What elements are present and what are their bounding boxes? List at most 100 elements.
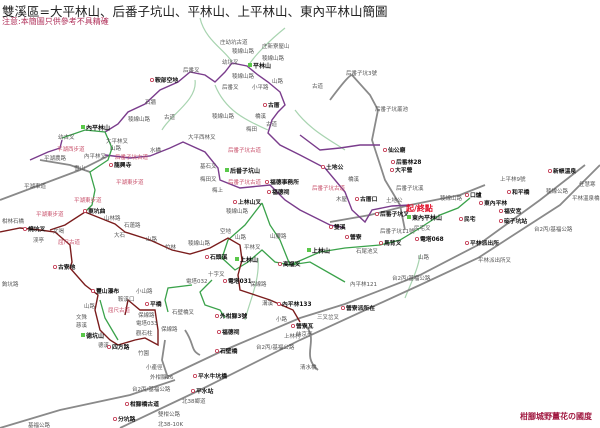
poi-marker xyxy=(113,416,118,421)
roads xyxy=(0,74,600,428)
poi-marker xyxy=(204,254,209,259)
map-label-place: 小山路 xyxy=(136,287,153,295)
map-title: 雙溪區=大平林山、后番子坑山、平林山、上平林山、東內平林山簡圖 xyxy=(2,4,388,19)
poi-marker xyxy=(276,301,281,306)
map-label-place: 基石叉 xyxy=(200,162,217,170)
map-label-poi: 雙溪 xyxy=(334,223,346,231)
map-label-place: 山腰路 xyxy=(270,232,287,240)
map-label-poi: 上林山叉 xyxy=(238,198,261,206)
poi-marker xyxy=(190,388,195,393)
trail-green-pinghu xyxy=(61,129,113,213)
trail-red-main xyxy=(0,227,159,347)
map-label-place: 木屋 xyxy=(336,195,348,203)
map-label-poi: 新帳溫泉 xyxy=(553,167,576,175)
map-label-place: 石尾池叉 xyxy=(356,247,379,255)
peak-marker xyxy=(81,125,85,129)
poi-marker xyxy=(109,162,114,167)
map-label-place: 石牆 xyxy=(145,98,157,106)
map-label-place: 北38-10K xyxy=(158,420,183,428)
map-label-place: 平林叉 xyxy=(244,243,261,251)
map-label-poi: 石壁橋 xyxy=(219,347,238,355)
map-label-place: 古道 xyxy=(312,82,324,90)
poi-marker xyxy=(378,240,383,245)
map-label-place: 平湖農路 xyxy=(44,154,67,162)
map-label-place: 梅田 xyxy=(246,125,257,133)
map-label-place: 溝溪 xyxy=(262,299,274,307)
poi-marker xyxy=(22,226,27,231)
map-label-place: 柑林石橋 xyxy=(2,217,25,225)
map-label-place: 后番子坑11號 xyxy=(380,227,415,235)
map-label-poi: 分坑路 xyxy=(118,415,136,423)
map-label-place: 小平路 xyxy=(252,83,269,91)
peak-marker xyxy=(81,333,85,337)
poi-marker xyxy=(390,159,395,164)
map-label-place: 山路 xyxy=(418,253,430,261)
poi-marker xyxy=(374,211,379,216)
peak-marker xyxy=(307,248,311,252)
poi-marker xyxy=(320,164,325,169)
road-tai2bing xyxy=(119,164,600,428)
map-label-place: 北38鄉道 xyxy=(182,397,206,405)
map-label-place: 山路 xyxy=(235,233,247,241)
trails-red xyxy=(0,211,301,347)
map-label-place: 大平林叉 xyxy=(106,137,129,145)
map-label-place: 平林溫泉橋 xyxy=(572,194,600,202)
map-label-poi: 后番子坑叉 xyxy=(380,210,409,218)
map-label-place: 稜線山路 xyxy=(440,194,463,202)
map-label-place: 古道 xyxy=(164,113,176,121)
map-label-place: 鞍溪口 xyxy=(118,295,135,303)
map-label-trail: 屈尺古道 xyxy=(108,306,131,314)
stream xyxy=(161,79,196,131)
map-label-poi: 平水站 xyxy=(196,387,214,395)
poi-marker xyxy=(266,189,271,194)
map-label-place: 外柑腳26 xyxy=(150,373,174,381)
map-label-place: 電塔032 xyxy=(186,277,208,285)
map-label-place: 庄新寮屋山 xyxy=(262,42,290,50)
map-label-place: 任慧寒 xyxy=(579,180,596,188)
map-label-place: 台2丙/基福公路 xyxy=(534,225,573,233)
map-label-place: 石壁橋叉 xyxy=(172,308,195,316)
road-pinghu-farm xyxy=(39,159,91,173)
map-label-poi: 古厝 xyxy=(268,101,280,109)
poi-marker xyxy=(328,224,333,229)
poi-marker xyxy=(458,216,463,221)
map-label-poi: 福安宮 xyxy=(503,207,522,215)
map-label-trail: 平湖東步道 xyxy=(74,196,102,204)
poi-marker xyxy=(506,189,511,194)
map-label-place: 台2丙/基福公路 xyxy=(132,385,171,393)
map-label-place: 渓亭 xyxy=(33,236,45,244)
map-label-poi: 電塔031 xyxy=(228,277,252,285)
stream xyxy=(244,257,259,321)
trail-purple-houfan xyxy=(104,141,346,229)
poi-marker xyxy=(290,323,295,328)
map-label-place: 內平林叉 xyxy=(84,152,107,160)
map-label-poi: 龍興寺 xyxy=(114,161,132,169)
map-label-place: 空地 xyxy=(220,227,232,235)
map-label-trail: 平湖東步道 xyxy=(116,178,144,186)
map-label-place: 台2丙/基福公路 xyxy=(256,343,295,351)
poi-marker xyxy=(340,305,345,310)
map-label-place: 內平林121 xyxy=(350,280,377,288)
map-label-place: 小產徑 xyxy=(146,363,163,371)
map-label-trail: 后番子坑古道 xyxy=(312,184,346,192)
map-label-place: 平湖車道 xyxy=(24,182,47,190)
poi-marker xyxy=(144,301,149,306)
stream xyxy=(214,84,269,131)
map-label-place: 平林派出所叉 xyxy=(478,256,512,264)
map-label-poi: 營寮 xyxy=(350,233,362,241)
road-pinghu xyxy=(0,154,111,201)
poi-marker xyxy=(83,208,88,213)
map-label-trail: 平湖東步道 xyxy=(36,210,64,218)
map-label-poi: 平橋 xyxy=(150,300,162,308)
map-label-place: 稜線公路 xyxy=(546,187,569,195)
map-label-place: 幼坑叉 xyxy=(222,58,239,66)
map-label-place: 古道 xyxy=(266,120,278,128)
trails-purple xyxy=(29,62,411,229)
map-label-poi: 馬背叉 xyxy=(384,239,402,247)
trail-purple-main xyxy=(104,62,411,224)
map-label-poi: 民宅 xyxy=(464,215,476,223)
poi-marker xyxy=(53,264,58,269)
map-label-place: 山路 xyxy=(272,77,284,85)
map-labels: 庄幼坑古道庄新寮屋山稜線山路稜線山路幼坑叉平林山后番叉稜線山路小平路山路鞍部空地… xyxy=(2,38,600,428)
